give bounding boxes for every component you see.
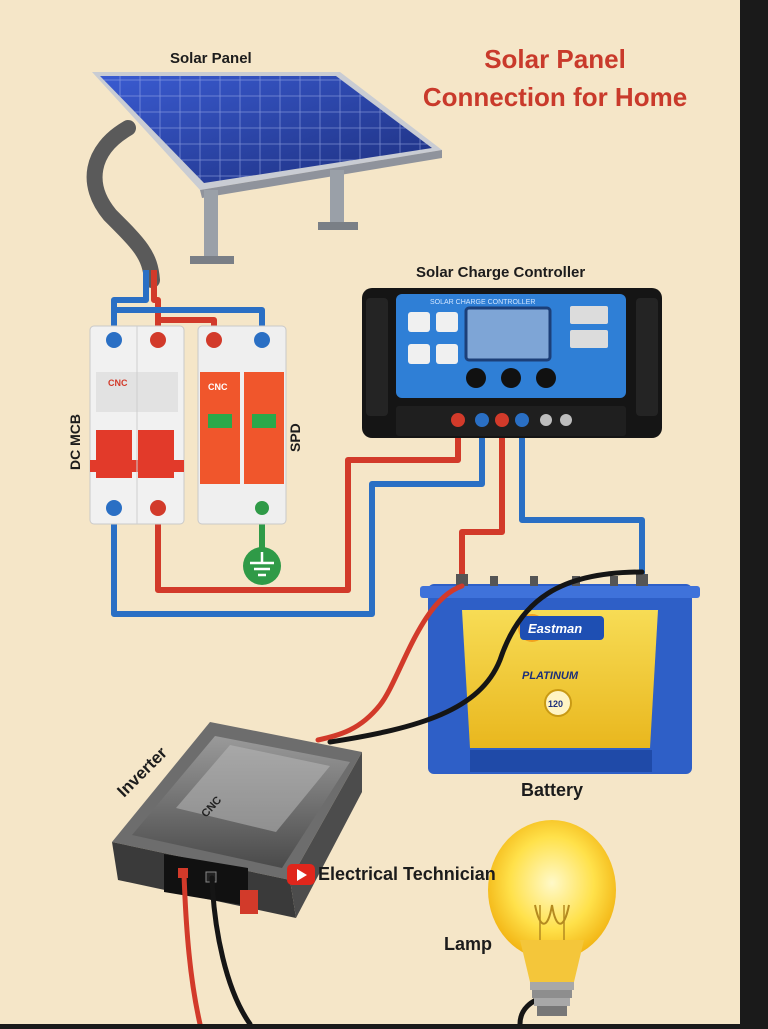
lamp-label: Lamp — [444, 934, 493, 954]
spd-label: SPD — [287, 423, 303, 452]
battery-model: PLATINUM — [522, 670, 579, 682]
spd: CNC — [197, 325, 287, 525]
wires-controller-to-battery — [459, 420, 645, 580]
wires-battery-to-inverter — [315, 569, 645, 745]
earth-symbol — [243, 547, 281, 585]
controller-header: SOLAR CHARGE CONTROLLER — [430, 299, 535, 306]
right-border — [740, 0, 768, 1024]
channel-label: Electrical Technician — [318, 864, 496, 884]
solar-panel-label: Solar Panel — [170, 50, 252, 67]
dc-mcb: CNC — [89, 325, 185, 525]
title-line-2: Connection for Home — [422, 82, 688, 112]
charge-controller: SOLAR CHARGE CONTROLLER — [362, 288, 662, 438]
battery-brand: Eastman — [528, 621, 582, 636]
dc-mcb-label: DC MCB — [67, 414, 83, 470]
title-line-1: Solar Panel — [484, 44, 626, 74]
wires-mcb-to-controller — [111, 420, 485, 617]
panel-cable — [86, 120, 160, 288]
battery: Eastman PLATINUM 120 — [420, 574, 700, 774]
play-icon — [287, 864, 315, 885]
lamp — [488, 820, 616, 1016]
charge-controller-label: Solar Charge Controller — [416, 264, 586, 281]
page-title: Solar Panel Connection for Home — [395, 40, 715, 116]
battery-badge: 120 — [548, 699, 563, 709]
mcb-brand: CNC — [108, 378, 128, 388]
battery-label: Battery — [521, 780, 584, 800]
solar-panel — [92, 72, 442, 264]
spd-brand: CNC — [208, 382, 228, 392]
